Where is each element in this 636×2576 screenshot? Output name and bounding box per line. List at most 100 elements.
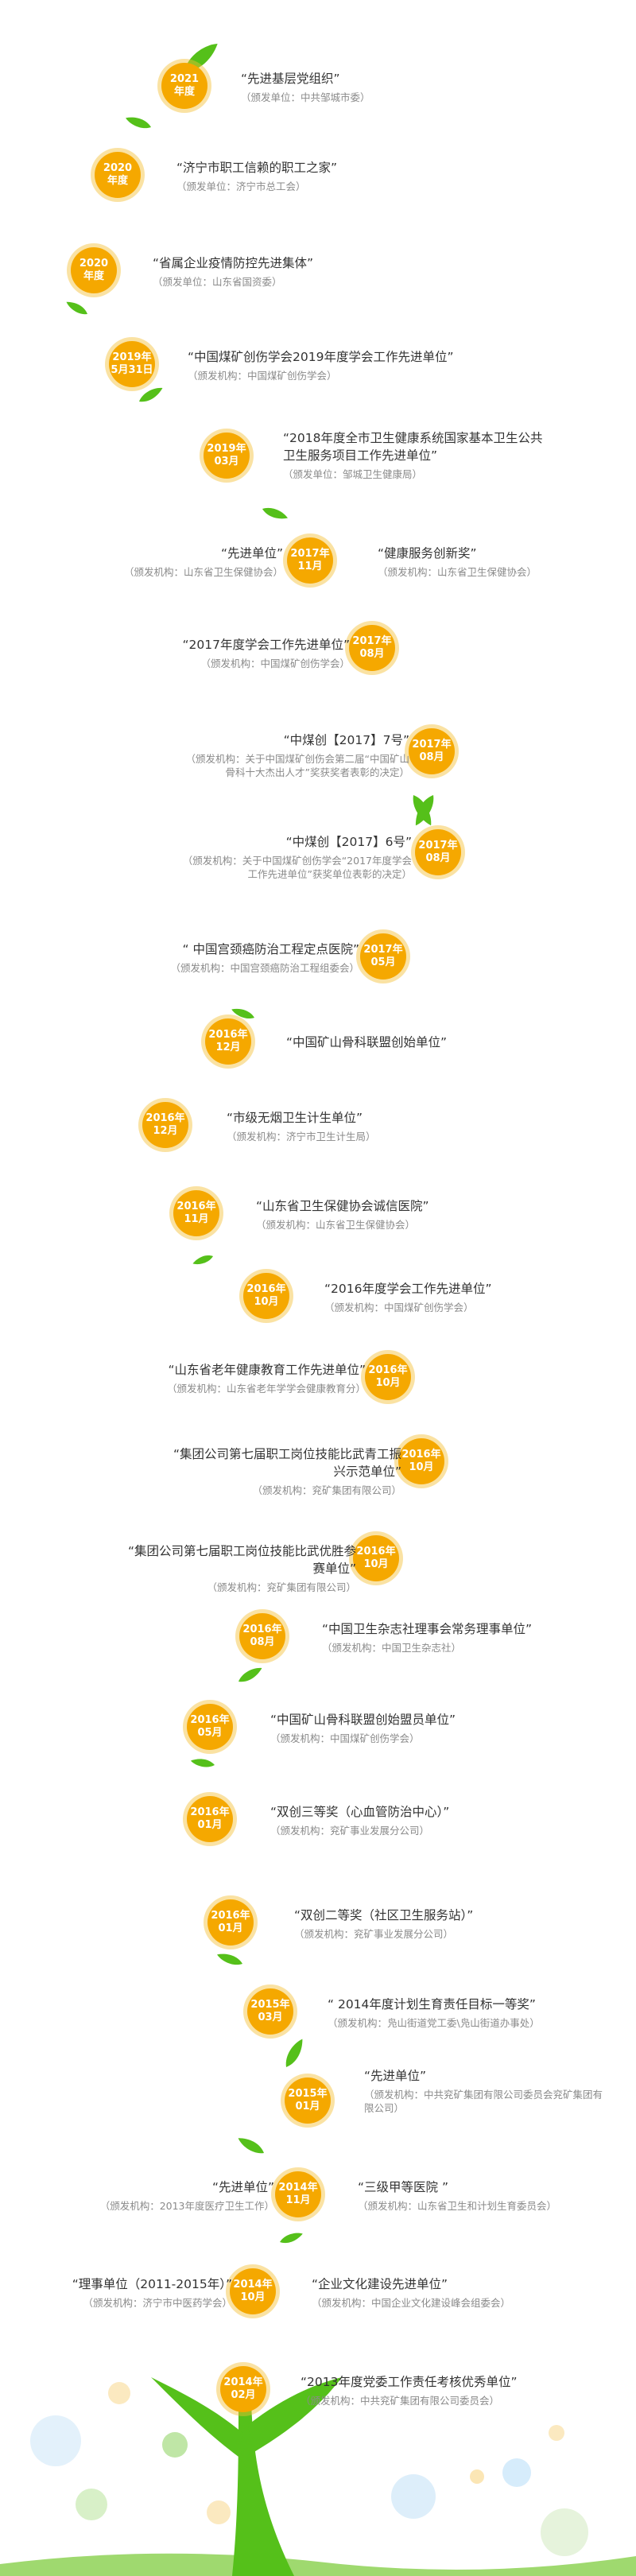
award-issuer: （颁发机构：中国煤矿创伤学会） bbox=[188, 370, 337, 382]
award-issuer: （颁发机构：中共兖矿集团有限公司委员会） bbox=[301, 2395, 500, 2407]
award-title: “省属企业疫情防控先进集体” bbox=[153, 256, 314, 270]
date-node-line: 2016年 bbox=[211, 1910, 250, 1922]
date-node-line: 2016年 bbox=[145, 1112, 185, 1124]
leaf-deco bbox=[415, 795, 434, 826]
date-node-line: 2016年 bbox=[190, 1806, 230, 1818]
date-node-line: 10月 bbox=[240, 2291, 266, 2303]
date-node-line: 2016年 bbox=[176, 1201, 216, 1212]
date-node-line: 08月 bbox=[250, 1636, 275, 1648]
date-node-line: 10月 bbox=[254, 1296, 279, 1308]
award-issuer: （颁发机构：关于中国煤矿创伤学会“2017年度学会工作先进单位”获奖单位表彰的决… bbox=[182, 855, 412, 880]
award-title: “中国矿山骨科联盟创始单位” bbox=[286, 1035, 448, 1049]
leaf-deco bbox=[280, 2233, 303, 2244]
award-issuer: （颁发机构：山东省卫生和计划生育委员会） bbox=[358, 2200, 557, 2212]
award-issuer: （颁发机构：关于中国煤矿创伤会第二届“中国矿山骨科十大杰出人才”奖获奖者表彰的决… bbox=[185, 753, 409, 778]
award-issuer: （颁发机构：2013年度医疗卫生工作） bbox=[99, 2200, 274, 2212]
leaf-deco bbox=[231, 1008, 254, 1018]
award-title: “集团公司第七届职工岗位技能比武优胜参赛单位” bbox=[127, 1544, 356, 1576]
date-node-line: 2016年 bbox=[190, 1714, 230, 1726]
leaf-deco bbox=[262, 507, 288, 519]
date-node-line: 2014年 bbox=[223, 2376, 263, 2388]
award-issuer: （颁发单位：济宁市总工会） bbox=[176, 180, 306, 192]
date-node-line: 05月 bbox=[197, 1727, 223, 1739]
award-issuer: （颁发机构：济宁市卫生计生局） bbox=[227, 1131, 376, 1143]
date-node-line: 2017年 bbox=[412, 739, 452, 751]
award-title: “中国矿山骨科联盟创始盟员单位” bbox=[270, 1713, 456, 1727]
award-title: “双创二等奖（社区卫生服务站）” bbox=[294, 1908, 474, 1922]
date-node-line: 01月 bbox=[295, 2101, 320, 2112]
bubble-deco bbox=[108, 2382, 130, 2404]
award-issuer: （颁发机构：中国宫颈癌防治工程组委会） bbox=[170, 962, 359, 974]
date-node-line: 11月 bbox=[285, 2194, 311, 2206]
leaf-deco bbox=[66, 301, 87, 315]
bubble-deco bbox=[162, 2432, 188, 2458]
date-node-line: 2015年 bbox=[250, 1999, 290, 2011]
bubble-deco bbox=[30, 2415, 81, 2466]
award-issuer: （颁发机构：中国煤矿创伤学会） bbox=[270, 1732, 420, 1744]
date-node-line: 2016年 bbox=[242, 1624, 282, 1635]
date-node-line: 08月 bbox=[419, 751, 444, 763]
leaf-deco bbox=[192, 1255, 213, 1265]
date-node-line: 2016年 bbox=[356, 1546, 396, 1558]
award-title: “集团公司第七届职工岗位技能比武青工振兴示范单位” bbox=[173, 1447, 401, 1479]
award-title: “中煤创【2017】6号” bbox=[285, 835, 412, 849]
tree-branch-deco bbox=[248, 2377, 342, 2453]
date-node-line: 2019年 bbox=[112, 351, 152, 363]
date-node-line: 12月 bbox=[153, 1125, 178, 1137]
award-title: “三级甲等医院 ” bbox=[358, 2180, 448, 2194]
date-node-line: 2017年 bbox=[290, 548, 330, 560]
date-node-line: 年度 bbox=[107, 175, 128, 187]
date-node-line: 2019年 bbox=[207, 443, 246, 455]
bubble-deco bbox=[541, 2508, 588, 2556]
date-node-line: 2020 bbox=[103, 162, 133, 174]
ground-deco bbox=[0, 2553, 636, 2576]
award-issuer: （颁发机构：山东省卫生保健协会） bbox=[123, 566, 283, 578]
date-node-line: 08月 bbox=[359, 648, 385, 660]
date-node-line: 12月 bbox=[215, 1042, 241, 1053]
bubble-deco bbox=[502, 2458, 531, 2487]
award-issuer: （颁发机构：兖矿集团有限公司） bbox=[207, 1581, 356, 1593]
award-title: “先进单位” bbox=[364, 2069, 427, 2083]
award-title: “ 2014年度计划生育责任目标一等奖” bbox=[328, 1997, 536, 2012]
award-title: “2018年度全市卫生健康系统国家基本卫生公共卫生服务项目工作先进单位” bbox=[283, 431, 543, 463]
date-node-line: 01月 bbox=[218, 1922, 243, 1934]
award-title: “2016年度学会工作先进单位” bbox=[324, 1282, 492, 1296]
award-title: “2017年度学会工作先进单位” bbox=[182, 638, 350, 652]
award-issuer: （颁发机构：中国卫生杂志社） bbox=[322, 1642, 462, 1654]
date-node-line: 2017年 bbox=[418, 840, 458, 852]
date-node-line: 2016年 bbox=[401, 1449, 441, 1461]
leaf-deco bbox=[238, 1667, 262, 1682]
date-node-line: 2015年 bbox=[288, 2088, 328, 2100]
date-node-line: 年度 bbox=[83, 270, 104, 282]
award-title: “中国卫生杂志社理事会常务理事单位” bbox=[322, 1622, 533, 1636]
leaf-deco bbox=[285, 2039, 303, 2067]
leaf-deco bbox=[190, 1759, 215, 1767]
award-issuer: （颁发单位：山东省国资委） bbox=[153, 276, 282, 288]
bubble-deco bbox=[76, 2489, 107, 2520]
award-title: “健康服务创新奖” bbox=[378, 546, 477, 561]
award-issuer: （颁发单位：中共邹城市委） bbox=[241, 91, 370, 103]
award-issuer: （颁发机构：兖矿集团有限公司） bbox=[252, 1484, 401, 1496]
date-node-line: 2020 bbox=[79, 258, 109, 270]
award-title: “2013年度党委工作责任考核优秀单位” bbox=[301, 2375, 518, 2389]
award-issuer: （颁发机构：中国企业文化建设峰会组委会） bbox=[312, 2297, 511, 2309]
award-title: “中国煤矿创伤学会2019年度学会工作先进单位” bbox=[188, 350, 454, 364]
date-node-line: 2016年 bbox=[246, 1283, 286, 1295]
